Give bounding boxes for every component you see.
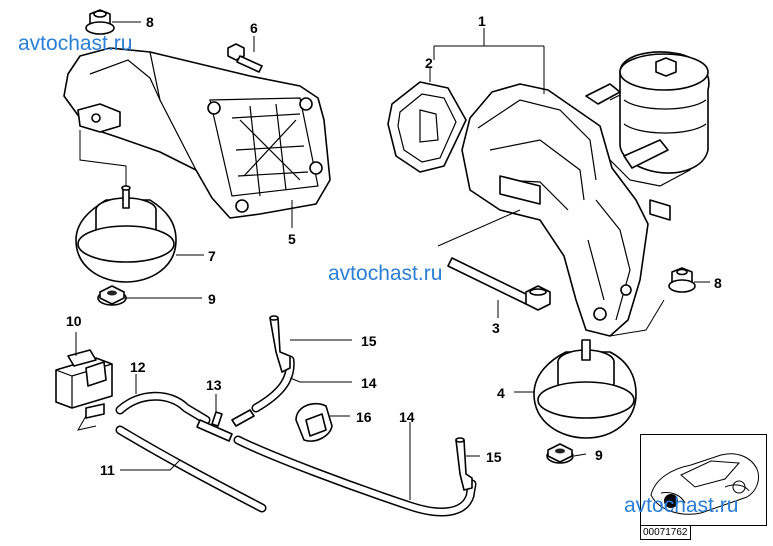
part-8-nut-right[interactable]: [668, 267, 696, 293]
leader-lines: [75, 21, 710, 500]
part-11-hose[interactable]: [115, 425, 267, 513]
callout-13: 13: [206, 377, 222, 393]
car-thumbnail-icon: [650, 453, 760, 515]
part-12-hose[interactable]: [115, 391, 211, 425]
callout-5: 5: [288, 231, 296, 247]
callout-8-right: 8: [714, 275, 722, 291]
callout-8: 8: [146, 14, 154, 30]
callout-6: 6: [250, 20, 258, 36]
watermark-center: avtochast.ru: [328, 262, 443, 285]
part-4-engine-mount[interactable]: [533, 339, 637, 439]
part-number-label: 00071762: [640, 525, 691, 540]
watermark-bottom-right: avtochast.ru: [624, 494, 739, 517]
callout-14: 14: [361, 375, 377, 391]
part-15-connector-lower[interactable]: [455, 437, 473, 491]
part-5-support-bracket[interactable]: [63, 47, 331, 219]
callout-15: 15: [361, 333, 377, 349]
part-8-nut-top[interactable]: [85, 9, 115, 35]
callout-9-right: 9: [595, 447, 603, 463]
part-9-nut-right[interactable]: [546, 443, 574, 464]
part-3-bolt[interactable]: [447, 257, 551, 311]
part-6-bolt[interactable]: [227, 43, 263, 73]
callout-9: 9: [208, 291, 216, 307]
part-7-engine-mount[interactable]: [75, 185, 177, 283]
part-15-connector-upper[interactable]: [269, 315, 291, 373]
part-16-clip[interactable]: [295, 402, 333, 442]
callout-10: 10: [66, 313, 82, 329]
callout-15-lower: 15: [486, 449, 502, 465]
callout-7: 7: [208, 248, 216, 264]
part-1-filter-housing[interactable]: [461, 51, 710, 337]
callout-2: 2: [425, 55, 433, 71]
callout-11: 11: [100, 462, 115, 478]
callout-14-lower: 14: [399, 409, 415, 425]
callout-16: 16: [356, 409, 372, 425]
callout-1: 1: [478, 13, 486, 29]
part-14-hose-lower[interactable]: [233, 435, 477, 517]
car-thumbnail: [640, 434, 767, 526]
callout-12: 12: [130, 359, 146, 375]
part-10-solenoid-valve[interactable]: [55, 349, 113, 431]
part-13-t-connector[interactable]: [196, 409, 255, 442]
part-2-gasket[interactable]: [387, 81, 467, 173]
callout-4: 4: [497, 385, 505, 401]
part-9-nut-left[interactable]: [97, 285, 127, 306]
watermark-top-left: avtochast.ru: [18, 32, 133, 55]
callout-3: 3: [492, 320, 500, 336]
